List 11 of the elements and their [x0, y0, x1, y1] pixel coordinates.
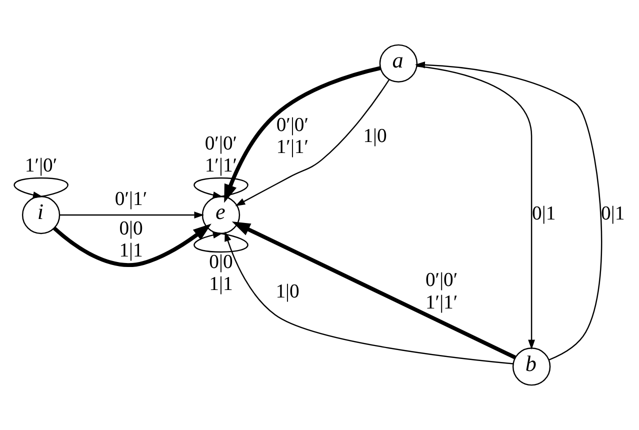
edge-label: 0|1 — [601, 202, 625, 225]
edge-label: 0′|0′ 1′|1′ — [425, 269, 458, 314]
edge-label: 1|0 — [276, 280, 300, 302]
edge-label: 0′|1′ — [114, 188, 148, 210]
edge-label: 0|1 — [532, 202, 556, 225]
edge-label: 0|0 1|1 — [209, 250, 233, 295]
edge-label: 1′|0′ — [24, 154, 58, 177]
edge-label: 1|0 — [363, 125, 387, 148]
edge-label: 0|0 1|1 — [119, 217, 143, 262]
edge-label: 0′|0′ 1′|1′ — [204, 132, 238, 177]
edge-label: 0′|0′ 1′|1′ — [276, 114, 309, 158]
